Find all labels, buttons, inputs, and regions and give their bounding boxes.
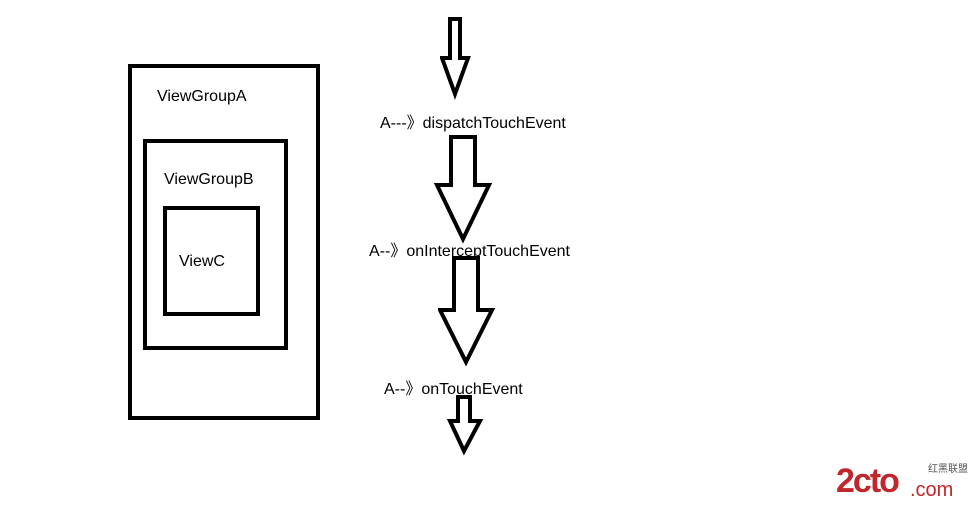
watermark-logo-text: 2cto — [836, 462, 900, 500]
arrow-down-icon — [433, 135, 493, 244]
viewgroup-a-box — [128, 64, 320, 420]
watermark-logo: 2cto .com 红黑联盟 — [836, 462, 972, 502]
watermark-tag: 红黑联盟 — [928, 464, 968, 475]
dispatch-touch-event-label: A---》dispatchTouchEvent — [380, 115, 566, 132]
arrow-down-icon — [440, 17, 471, 100]
view-c-box — [163, 206, 260, 316]
watermark-domain: .com — [910, 479, 954, 501]
viewgroup-b-box — [143, 139, 288, 350]
arrow-down-icon — [438, 256, 496, 367]
touch-event-label: A--》onTouchEvent — [384, 381, 523, 398]
viewgroup-a-label: ViewGroupA — [157, 88, 247, 105]
intercept-touch-event-label: A--》onInterceptTouchEvent — [369, 243, 570, 260]
arrow-down-icon — [446, 395, 484, 456]
viewgroup-b-label: ViewGroupB — [164, 171, 254, 188]
view-c-label: ViewC — [179, 253, 225, 270]
